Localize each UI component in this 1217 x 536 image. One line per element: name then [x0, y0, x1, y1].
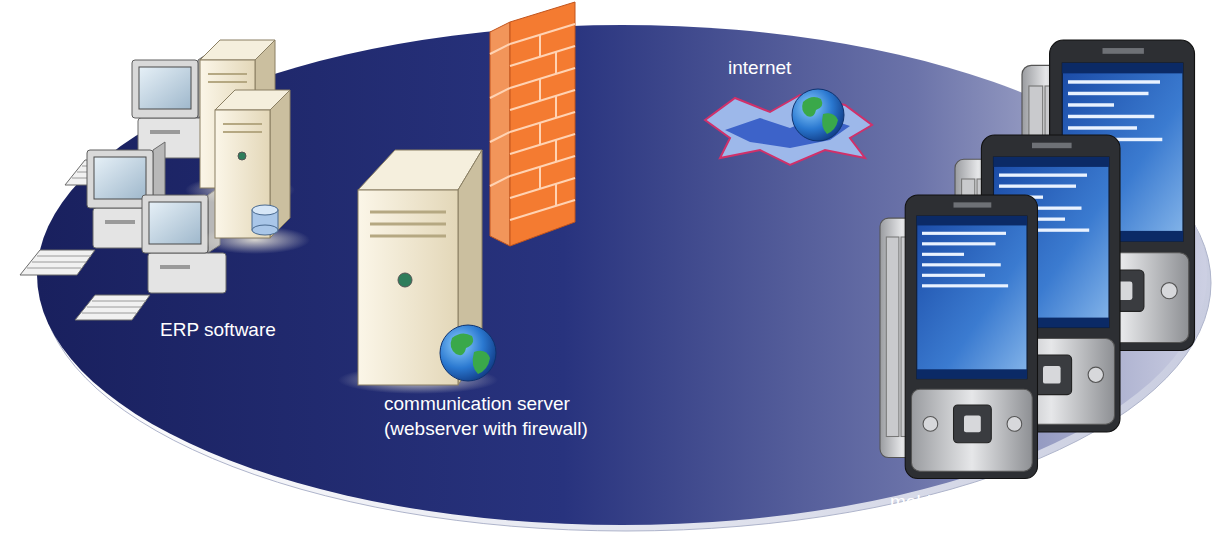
- firewall-bricks: [490, 24, 575, 220]
- brick-line: [490, 88, 510, 98]
- database-symbol: [252, 205, 278, 235]
- component-label: mobile user: [890, 490, 988, 515]
- phone-symbol: [880, 195, 1038, 479]
- server-symbol: [200, 90, 310, 254]
- brick-line: [490, 44, 510, 54]
- brick-line: [510, 112, 575, 132]
- firewall-side: [490, 22, 510, 246]
- webserver-symbol: [338, 150, 498, 394]
- pc-symbol: [75, 187, 226, 320]
- server-slot: [370, 235, 446, 238]
- brick-line: [510, 24, 575, 44]
- brick-joint: [555, 51, 557, 73]
- internet-cloud: [705, 95, 872, 165]
- brick-joint: [539, 166, 541, 188]
- brick-line: [510, 46, 575, 66]
- server-power: [398, 273, 412, 287]
- firewall-symbol: [490, 2, 575, 246]
- globe-land: [473, 351, 490, 374]
- globe-land: [802, 97, 822, 117]
- brick-line: [510, 178, 575, 198]
- brick-line: [510, 134, 575, 154]
- brick-joint: [539, 78, 541, 100]
- firewall-front: [510, 2, 575, 246]
- web-globe: [440, 325, 496, 381]
- brick-line: [510, 156, 575, 176]
- component-label: ERP software: [160, 318, 276, 343]
- brick-joint: [539, 122, 541, 144]
- internet-symbol: [705, 89, 872, 165]
- brick-line: [510, 90, 575, 110]
- database-top: [252, 205, 278, 215]
- brick-line: [490, 176, 510, 186]
- brick-line: [510, 68, 575, 88]
- cloud-label: internet: [728, 56, 791, 81]
- server-slot: [370, 211, 446, 214]
- platform-disc: [37, 25, 1207, 525]
- globe-land: [451, 333, 473, 355]
- internet-globe: [792, 89, 844, 141]
- database-bottom: [252, 225, 278, 235]
- brick-joint: [555, 183, 557, 205]
- brick-joint: [555, 139, 557, 161]
- brick-joint: [555, 95, 557, 117]
- server-slot: [370, 223, 446, 226]
- component-label: communication server (webserver with fir…: [384, 392, 624, 441]
- brick-line: [510, 200, 575, 220]
- brick-joint: [539, 34, 541, 56]
- globe-land: [822, 113, 838, 134]
- brick-line: [490, 132, 510, 142]
